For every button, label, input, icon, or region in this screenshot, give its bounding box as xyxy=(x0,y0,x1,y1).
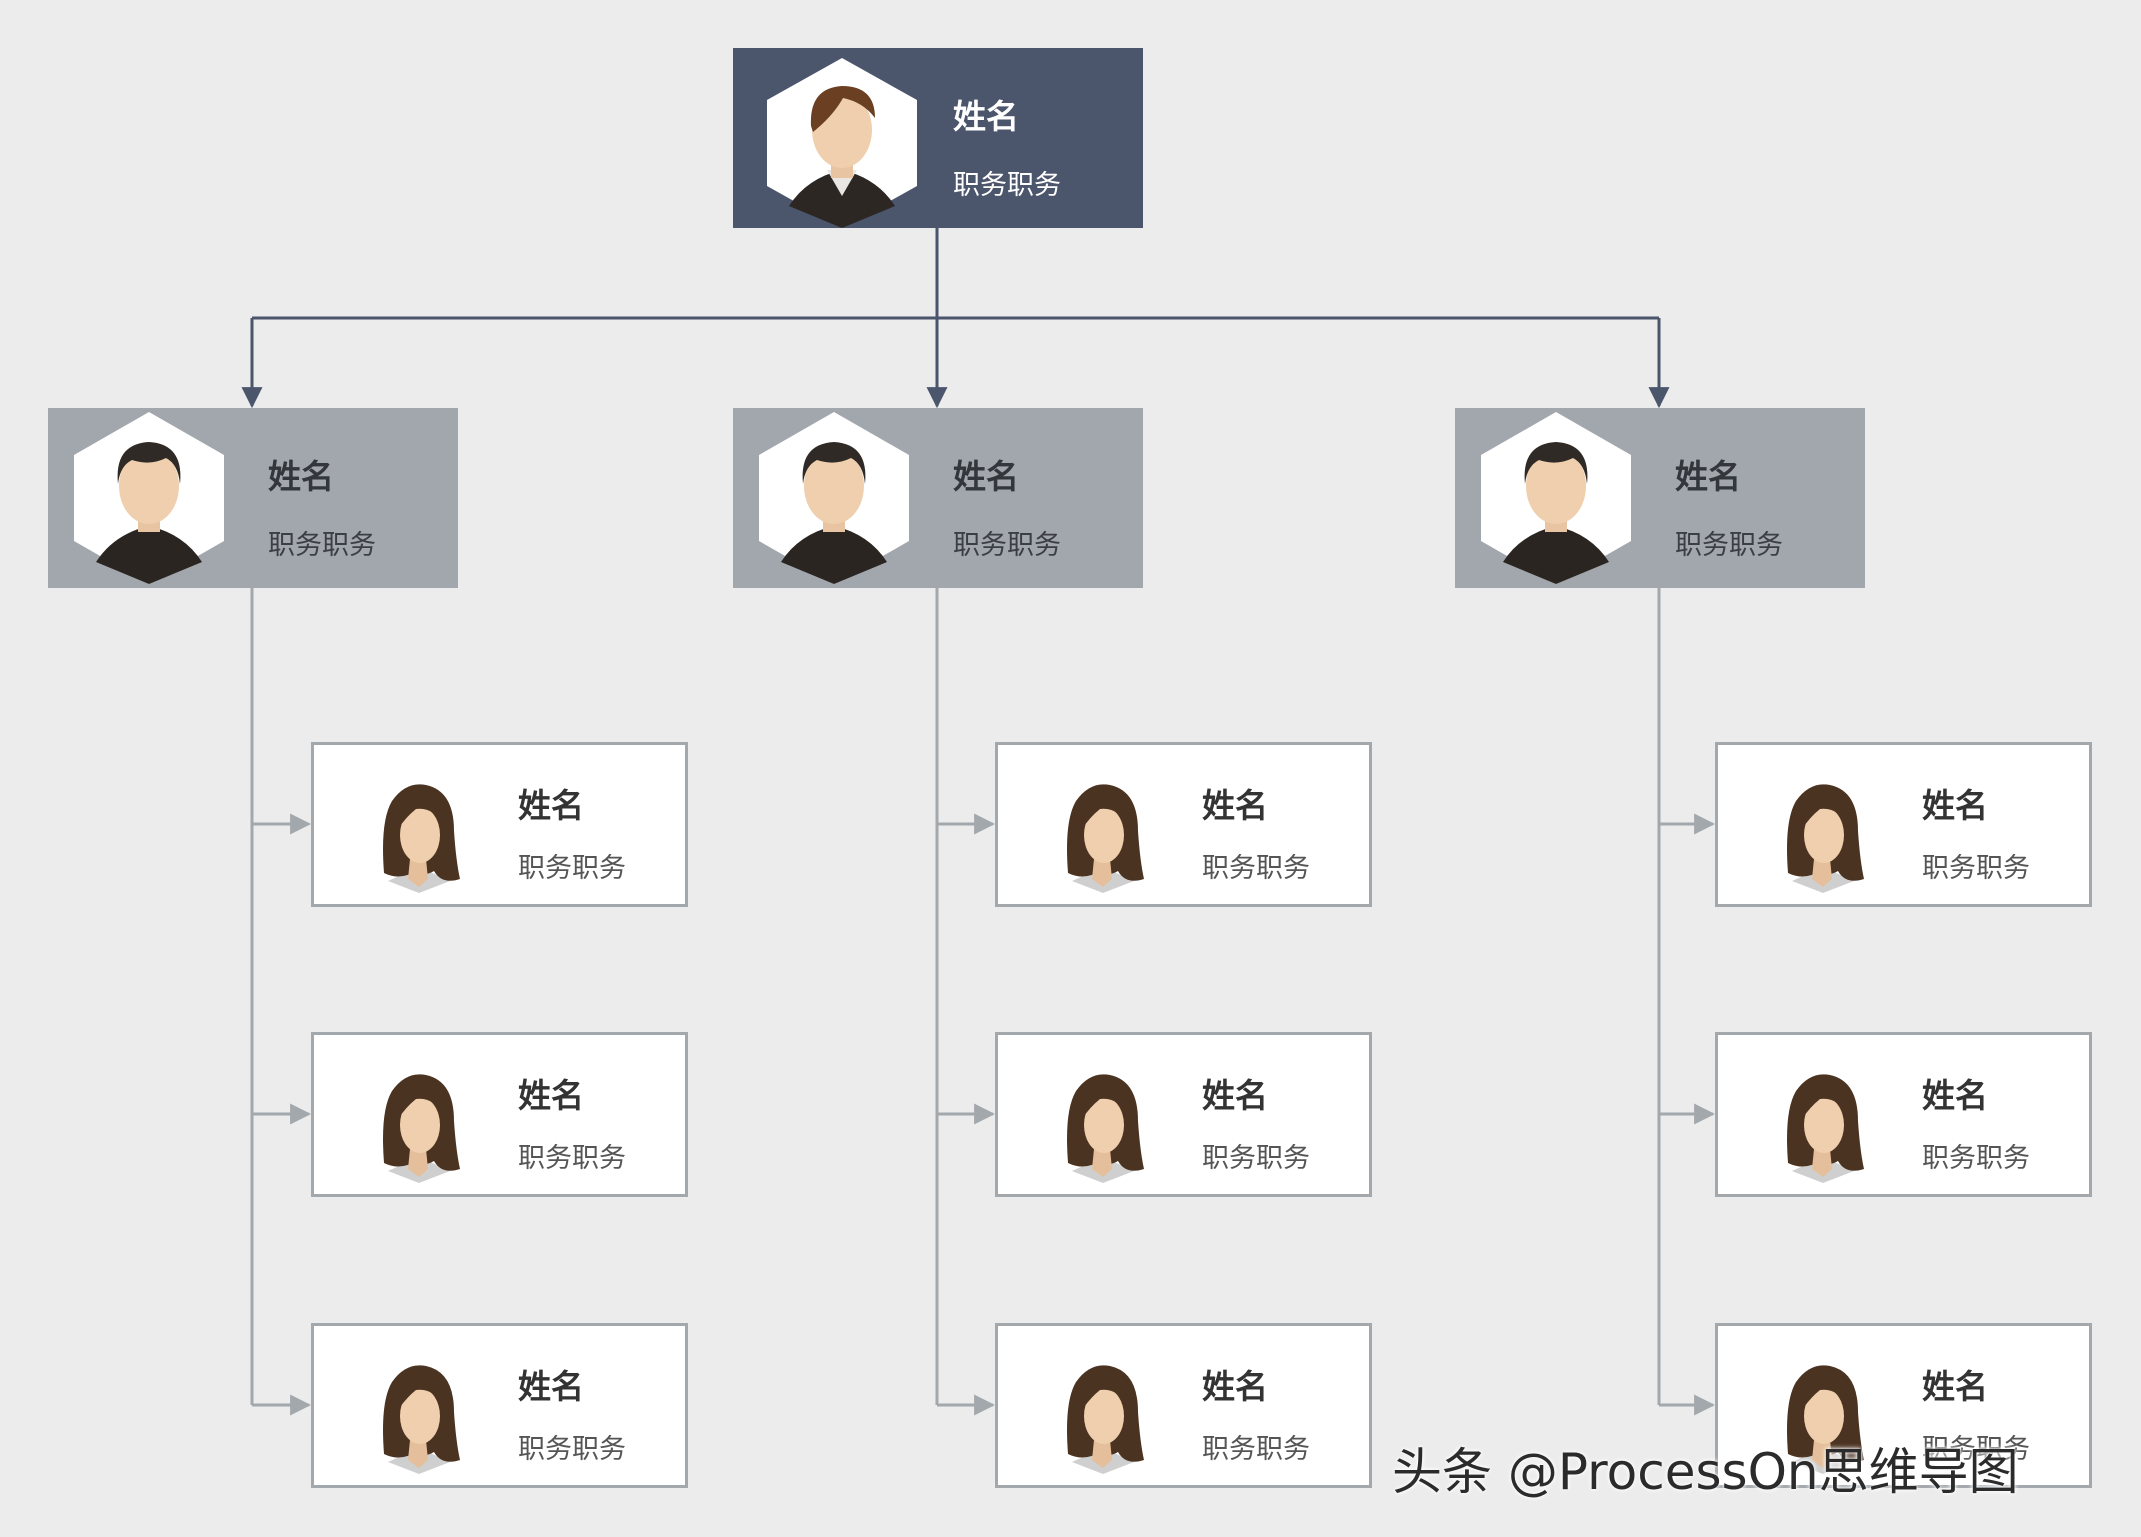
manager-1-title: 职务职务 xyxy=(268,530,376,561)
staff-2-2-title: 职务职务 xyxy=(1202,1143,1310,1174)
female-avatar-icon xyxy=(1067,1365,1144,1474)
staff-node-2-2[interactable]: 姓名 职务职务 xyxy=(995,1032,1372,1197)
staff-3-2-name: 姓名 xyxy=(1922,1076,1988,1115)
manager-1-name: 姓名 xyxy=(268,457,334,496)
manager-node-1[interactable]: 姓名 职务职务 xyxy=(48,408,458,588)
manager-3-title: 职务职务 xyxy=(1675,530,1783,561)
staff-node-1-3[interactable]: 姓名 职务职务 xyxy=(311,1323,688,1488)
staff-3-1-title: 职务职务 xyxy=(1922,853,2030,884)
female-avatar-icon xyxy=(1787,1074,1864,1183)
staff-3-3-name: 姓名 xyxy=(1922,1367,1988,1406)
staff-3-3-title: 职务职务 xyxy=(1922,1434,2030,1465)
staff-1-3-name: 姓名 xyxy=(518,1367,584,1406)
staff-2-1-title: 职务职务 xyxy=(1202,853,1310,884)
female-avatar-icon xyxy=(1067,784,1144,893)
female-avatar-icon xyxy=(383,1074,460,1183)
female-avatar-icon xyxy=(383,784,460,893)
male-avatar-icon xyxy=(1481,412,1631,584)
root-name: 姓名 xyxy=(953,97,1019,136)
root-title: 职务职务 xyxy=(953,170,1061,201)
male-avatar-icon xyxy=(74,412,224,584)
female-avatar-icon xyxy=(1787,784,1864,893)
staff-node-2-3[interactable]: 姓名 职务职务 xyxy=(995,1323,1372,1488)
staff-2-3-title: 职务职务 xyxy=(1202,1434,1310,1465)
staff-1-2-name: 姓名 xyxy=(518,1076,584,1115)
manager-2-title: 职务职务 xyxy=(953,530,1061,561)
manager-node-3[interactable]: 姓名 职务职务 xyxy=(1455,408,1865,588)
manager-2-name: 姓名 xyxy=(953,457,1019,496)
male-avatar-icon xyxy=(759,412,909,584)
female-avatar-icon xyxy=(383,1365,460,1474)
staff-2-1-name: 姓名 xyxy=(1202,786,1268,825)
manager-3-name: 姓名 xyxy=(1675,457,1741,496)
staff-1-1-title: 职务职务 xyxy=(518,853,626,884)
staff-node-3-3[interactable]: 姓名 职务职务 xyxy=(1715,1323,2092,1488)
male-avatar-icon xyxy=(767,58,917,228)
staff-node-1-1[interactable]: 姓名 职务职务 xyxy=(311,742,688,907)
root-node[interactable]: 姓名 职务职务 xyxy=(733,48,1143,228)
staff-1-2-title: 职务职务 xyxy=(518,1143,626,1174)
watermark: 头条 @ProcessOn思维导图 xyxy=(1392,1443,2019,1501)
staff-node-2-1[interactable]: 姓名 职务职务 xyxy=(995,742,1372,907)
staff-3-2-title: 职务职务 xyxy=(1922,1143,2030,1174)
staff-2-3-name: 姓名 xyxy=(1202,1367,1268,1406)
staff-node-3-2[interactable]: 姓名 职务职务 xyxy=(1715,1032,2092,1197)
staff-1-3-title: 职务职务 xyxy=(518,1434,626,1465)
staff-node-3-1[interactable]: 姓名 职务职务 xyxy=(1715,742,2092,907)
female-avatar-icon xyxy=(1787,1365,1864,1474)
manager-node-2[interactable]: 姓名 职务职务 xyxy=(733,408,1143,588)
staff-3-1-name: 姓名 xyxy=(1922,786,1988,825)
staff-1-1-name: 姓名 xyxy=(518,786,584,825)
staff-node-1-2[interactable]: 姓名 职务职务 xyxy=(311,1032,688,1197)
female-avatar-icon xyxy=(1067,1074,1144,1183)
staff-2-2-name: 姓名 xyxy=(1202,1076,1268,1115)
